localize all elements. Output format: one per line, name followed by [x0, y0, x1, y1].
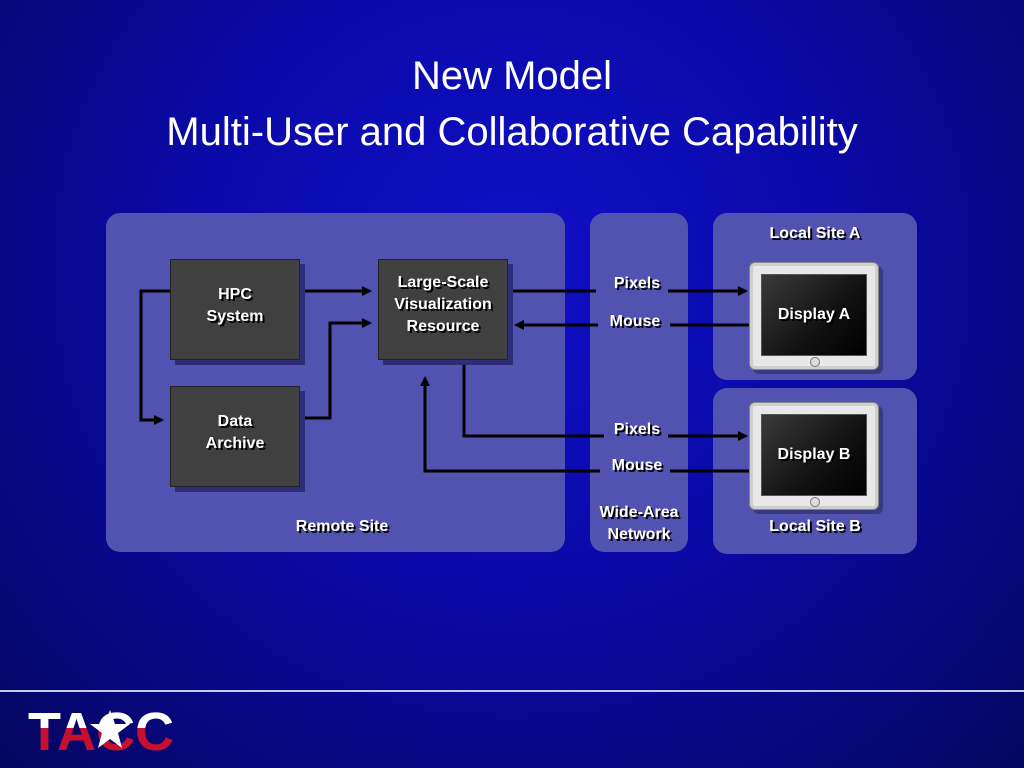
hpc-system-label: HPC System — [206, 286, 264, 325]
remote-site-label: Remote Site — [295, 518, 389, 535]
tacc-logo-text: TACC — [28, 702, 174, 762]
display-b-monitor: Display B — [749, 402, 879, 510]
visualization-resource-box: Large-Scale Visualization Resource — [378, 259, 508, 360]
mouse-a-label: Mouse — [609, 313, 661, 330]
display-b-screen: Display B — [761, 414, 867, 496]
visualization-resource-label: Large-Scale Visualization Resource — [394, 274, 492, 335]
star-icon — [90, 710, 130, 748]
title-line-1: New Model — [411, 54, 613, 98]
pixels-b-label: Pixels — [613, 421, 661, 438]
display-b-knob — [810, 497, 820, 507]
arrow-pixels-b — [462, 359, 604, 438]
pixels-a-label: Pixels — [613, 275, 661, 292]
display-a-monitor: Display A — [749, 262, 879, 370]
footer-rule — [0, 690, 1024, 692]
display-a-screen: Display A — [761, 274, 867, 356]
display-a-knob — [810, 357, 820, 367]
display-b-label: Display B — [777, 446, 851, 463]
page-title: New Model Multi-User and Collaborative C… — [0, 48, 1024, 160]
arrow-archive-to-viz — [300, 318, 372, 420]
data-archive-label: Data Archive — [205, 413, 265, 452]
wan-label: Wide-Area Network — [599, 504, 679, 543]
wan-panel — [590, 213, 688, 552]
arrow-hpc-to-archive — [139, 289, 170, 425]
local-site-b-label: Local Site B — [769, 518, 861, 535]
display-a-label: Display A — [777, 306, 851, 323]
hpc-system-box: HPC System — [170, 259, 300, 360]
local-site-a-label: Local Site A — [769, 225, 861, 242]
data-archive-box: Data Archive — [170, 386, 300, 487]
mouse-b-label: Mouse — [611, 457, 663, 474]
tacc-logo: TACC TACC — [28, 702, 174, 762]
title-line-2: Multi-User and Collaborative Capability — [166, 110, 858, 154]
